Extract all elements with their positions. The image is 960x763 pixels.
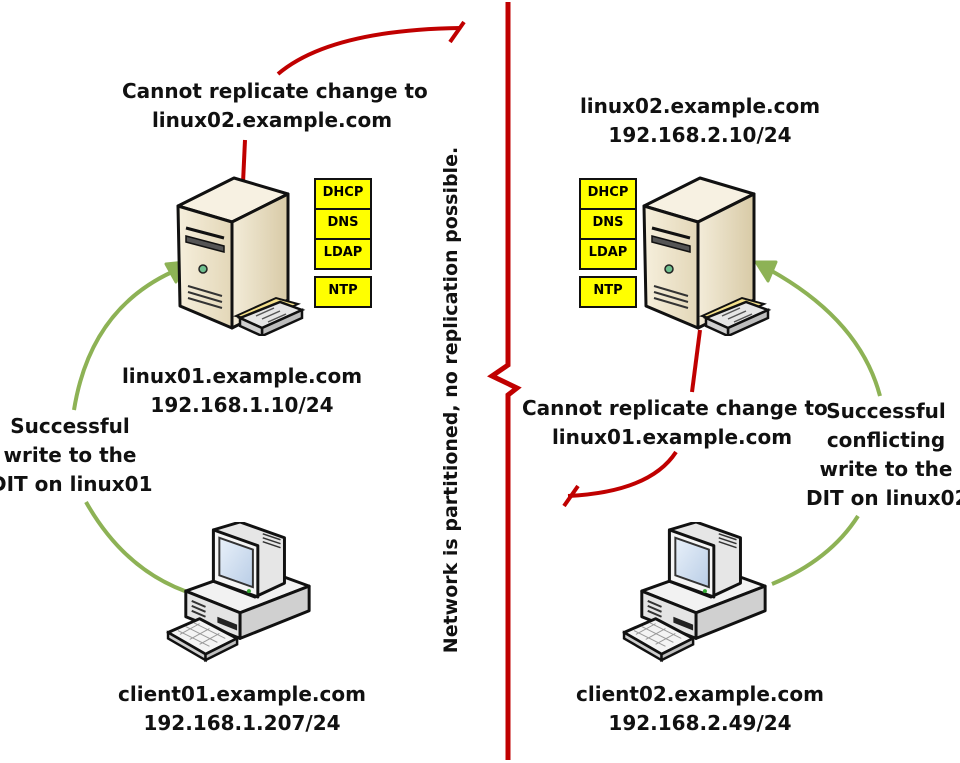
services-stack-linux02: DHCP DNS LDAP	[579, 178, 637, 270]
service-ldap: LDAP	[588, 245, 628, 260]
desktop-icon-client01	[166, 522, 311, 662]
server-icon-linux01	[176, 176, 304, 336]
service-dhcp: DHCP	[581, 180, 635, 210]
partition-line	[487, 2, 522, 760]
server-hostname: linux01.example.com	[121, 364, 363, 388]
replication-failure-label-left: Cannot replicate change to linux02.examp…	[122, 79, 428, 132]
write-arrow-right-lower	[771, 514, 860, 586]
server-label-linux01: linux01.example.com 192.168.1.10/24	[92, 362, 392, 420]
failed-replication-arrow-right-curve	[567, 450, 678, 498]
service-dns: DNS	[316, 210, 370, 240]
service-ntp-box-linux01: NTP	[314, 276, 372, 308]
client-label-client01: client01.example.com 192.168.1.207/24	[92, 680, 392, 738]
failed-replication-arrow-left	[241, 139, 247, 184]
write-arrow-left-lower	[84, 501, 209, 600]
server-ip: 192.168.1.10/24	[150, 393, 334, 417]
server-icon-linux02	[642, 176, 770, 336]
client-hostname: client01.example.com	[118, 682, 366, 706]
service-dns: DNS	[581, 210, 635, 240]
service-ntp: NTP	[328, 283, 358, 298]
blocked-arrowhead-right	[562, 484, 580, 508]
server-ip: 192.168.2.10/24	[608, 123, 792, 147]
desktop-icon-client02	[622, 522, 767, 662]
client-ip: 192.168.2.49/24	[608, 711, 792, 735]
write-label-left: Successful write to the DIT on linux01	[0, 414, 153, 496]
blocked-arrowhead-left	[448, 20, 466, 44]
replication-failure-label-right: Cannot replicate change to linux01.examp…	[522, 396, 828, 449]
write-arrowhead-right	[754, 260, 778, 283]
service-ntp-box-linux02: NTP	[579, 276, 637, 308]
write-arrow-left-upper	[72, 270, 173, 411]
write-label-right: Successful conflicting write to the DIT …	[806, 399, 960, 510]
client-ip: 192.168.1.207/24	[143, 711, 341, 735]
server-label-linux02: linux02.example.com 192.168.2.10/24	[550, 92, 850, 150]
client-hostname: client02.example.com	[576, 682, 824, 706]
services-stack-linux01: DHCP DNS LDAP	[314, 178, 372, 270]
failed-replication-arrow-right	[690, 329, 702, 393]
service-ntp: NTP	[593, 283, 623, 298]
service-dhcp: DHCP	[316, 180, 370, 210]
server-hostname: linux02.example.com	[579, 94, 821, 118]
write-arrow-right-upper	[769, 268, 882, 397]
service-ldap: LDAP	[323, 245, 363, 260]
failed-replication-arrow-left-curve	[276, 26, 461, 76]
client-label-client02: client02.example.com 192.168.2.49/24	[550, 680, 850, 738]
